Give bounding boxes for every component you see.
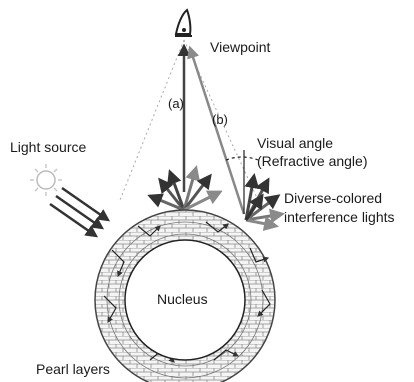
viewing-cone bbox=[120, 40, 258, 200]
ray-b-label: (b) bbox=[212, 112, 228, 127]
pearl-layers-label: Pearl layers bbox=[36, 361, 110, 377]
light-source-label: Light source bbox=[10, 139, 86, 155]
refractive-angle-label: (Refractive angle) bbox=[257, 153, 368, 169]
reflection-fan-b bbox=[246, 176, 282, 226]
diverse-colored-label: Diverse-colored bbox=[284, 190, 382, 206]
visual-angle-label: Visual angle bbox=[257, 135, 333, 151]
ray-a-label: (a) bbox=[168, 96, 184, 111]
eye-icon bbox=[175, 10, 192, 36]
incident-light-rays bbox=[50, 188, 108, 236]
viewpoint-label: Viewpoint bbox=[210, 39, 271, 55]
nucleus-label: Nucleus bbox=[157, 291, 208, 307]
visual-angle-arc bbox=[226, 157, 258, 160]
sun-icon bbox=[30, 164, 62, 196]
interference-lights-label: interference lights bbox=[284, 209, 395, 225]
